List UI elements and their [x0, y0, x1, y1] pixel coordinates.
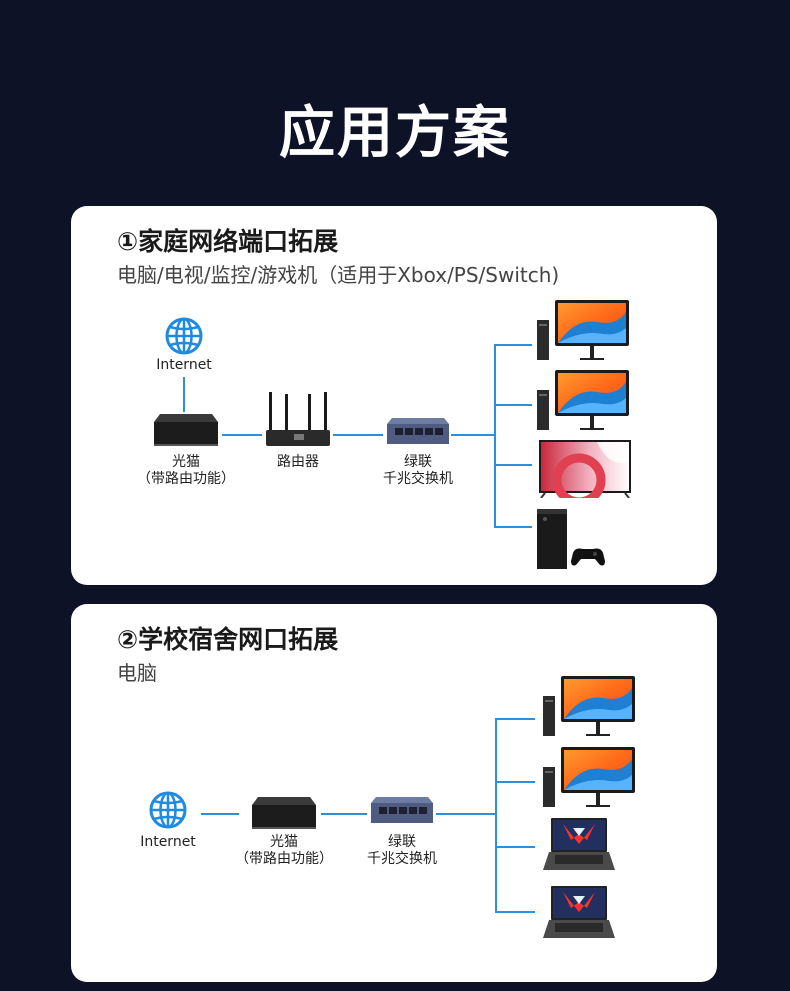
desktop-pc-icon	[543, 676, 635, 736]
wire	[495, 718, 535, 720]
switch-label: 绿联 千兆交换机	[383, 454, 453, 487]
wire	[321, 813, 367, 815]
wire	[183, 377, 185, 412]
modem-icon	[154, 414, 218, 446]
scenario-title: ①家庭网络端口拓展	[117, 227, 339, 256]
wire	[436, 813, 496, 815]
game-console-icon	[537, 509, 605, 569]
wire	[494, 404, 532, 406]
router-label: 路由器	[277, 454, 319, 470]
wire	[495, 911, 535, 913]
desktop-pc-icon	[537, 370, 629, 430]
internet-globe-icon	[149, 791, 187, 829]
scenario-title: ②学校宿舍网口拓展	[117, 625, 339, 654]
modem-label: 光猫 （带路由功能）	[137, 454, 235, 487]
internet-globe-icon	[165, 317, 203, 355]
wire	[201, 813, 239, 815]
wire	[494, 526, 532, 528]
switch-label: 绿联 千兆交换机	[367, 834, 437, 867]
modem-label: 光猫 （带路由功能）	[235, 834, 333, 867]
laptop-icon	[543, 818, 615, 870]
internet-label: Internet	[140, 834, 196, 850]
wire	[222, 434, 262, 436]
tv-icon	[539, 440, 631, 498]
switch-icon	[371, 797, 433, 823]
page-title: 应用方案	[279, 101, 511, 166]
laptop-icon	[543, 886, 615, 938]
wire	[495, 781, 535, 783]
desktop-pc-icon	[543, 747, 635, 807]
desktop-pc-icon	[537, 300, 629, 360]
wire	[333, 434, 383, 436]
scenario-subtitle: 电脑	[117, 661, 157, 685]
wire	[494, 344, 532, 346]
modem-icon	[252, 797, 316, 829]
switch-icon	[387, 418, 449, 444]
scenario-home-card: ①家庭网络端口拓展 电脑/电视/监控/游戏机（适用于Xbox/PS/Switch…	[71, 206, 717, 585]
wire	[494, 344, 496, 528]
router-icon	[266, 392, 330, 446]
wire	[495, 846, 535, 848]
scenario-subtitle: 电脑/电视/监控/游戏机（适用于Xbox/PS/Switch)	[117, 263, 560, 287]
wire	[495, 718, 497, 912]
wire	[494, 464, 532, 466]
scenario-dorm-card: ②学校宿舍网口拓展 电脑 Internet 光猫 （带路由功能） 绿联 千兆交换…	[71, 604, 717, 982]
wire	[451, 434, 495, 436]
internet-label: Internet	[156, 357, 212, 373]
